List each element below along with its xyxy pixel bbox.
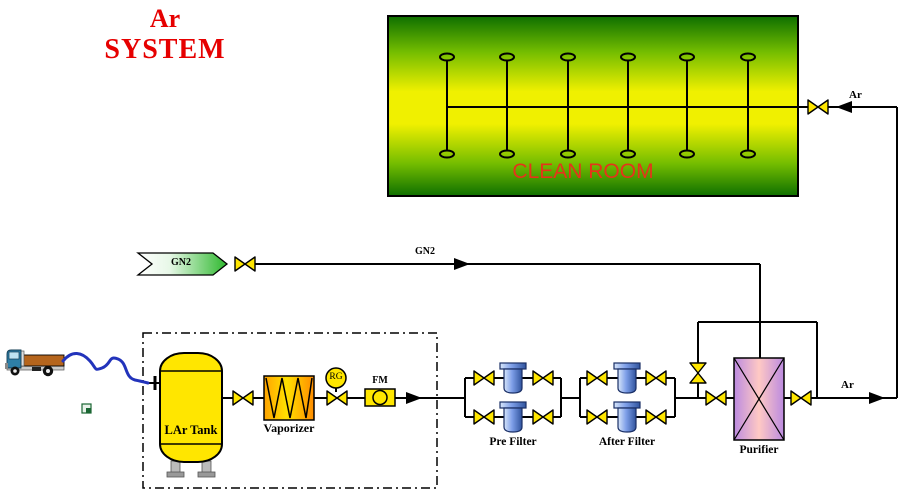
purifier xyxy=(733,357,785,441)
ar-top-label: Ar xyxy=(849,89,862,101)
valves xyxy=(232,99,829,425)
pre-filter-label: Pre Filter xyxy=(489,436,537,448)
gn2-banner-label: GN2 xyxy=(171,257,191,268)
flow-meter-label: FM xyxy=(372,375,388,386)
filter-icon xyxy=(499,401,527,433)
pre-filter-assembly xyxy=(499,362,527,433)
purifier-label: Purifier xyxy=(739,444,779,456)
lar-tank xyxy=(159,352,223,478)
clean-room-label: CLEAN ROOM xyxy=(512,160,654,183)
after-filter-valve-icon xyxy=(645,370,667,386)
gn2-source-banner xyxy=(136,252,229,276)
after-filter-valve-icon xyxy=(645,409,667,425)
gn2-line-label: GN2 xyxy=(415,246,435,257)
gn2-valve-icon xyxy=(234,256,256,272)
transfer-hose xyxy=(61,352,150,385)
purifier-outlet-valve-icon xyxy=(790,390,812,406)
tank-outlet-valve-icon xyxy=(232,390,254,406)
pre-filter-valve-icon xyxy=(473,409,495,425)
filter-icon xyxy=(613,362,641,394)
delivery-truck xyxy=(5,349,65,377)
pre-filter-valve-icon xyxy=(532,409,554,425)
page-title-line1: Ar xyxy=(149,4,181,33)
ar-out-label: Ar xyxy=(841,379,854,391)
lar-tank-label: LAr Tank xyxy=(164,423,218,437)
pre-filter-valve-icon xyxy=(532,370,554,386)
regulator-gauge xyxy=(325,367,347,389)
arrow-ar-top-left xyxy=(836,101,852,113)
filter-icon xyxy=(499,362,527,394)
pre-filter-valve-icon xyxy=(473,370,495,386)
skid-boundary xyxy=(142,332,438,489)
bypass-valve-icon xyxy=(689,362,707,384)
image-placeholder-icon xyxy=(81,403,92,414)
page-title-line2: SYSTEM xyxy=(104,34,226,65)
arrow-ar-out-right xyxy=(869,392,885,404)
after-filter-valve-icon xyxy=(586,409,608,425)
arrow-main-right xyxy=(406,392,422,404)
filter-icon xyxy=(613,401,641,433)
flow-arrows xyxy=(406,101,885,404)
vaporizer-label: Vaporizer xyxy=(263,421,315,435)
after-filter-assembly xyxy=(613,362,641,433)
arrow-gn2-right xyxy=(454,258,470,270)
after-filter-valve-icon xyxy=(586,370,608,386)
regulator-valve-icon xyxy=(326,390,348,406)
clean-room-inlet-valve-icon xyxy=(807,99,829,115)
purifier-inlet-valve-icon xyxy=(705,390,727,406)
vaporizer xyxy=(263,375,315,421)
page-title: Ar SYSTEM xyxy=(50,4,280,66)
after-filter-label: After Filter xyxy=(598,436,656,448)
flow-meter xyxy=(364,388,396,407)
regulator-label: RG xyxy=(329,371,343,382)
